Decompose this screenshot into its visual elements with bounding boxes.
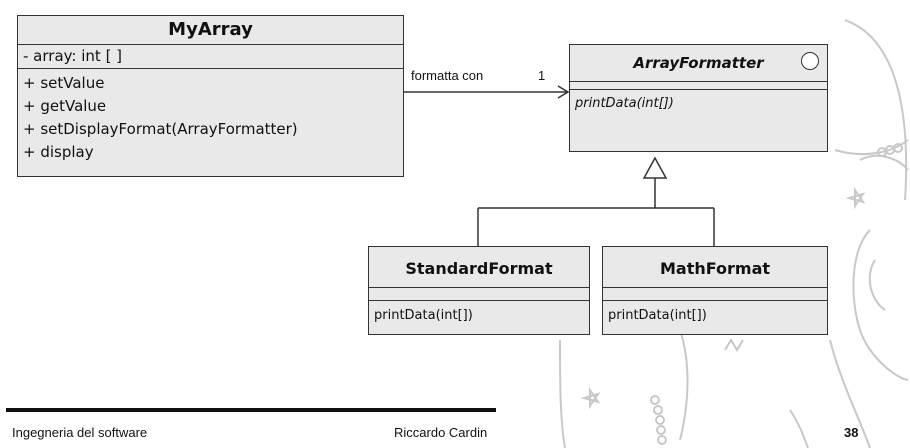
- class-myarray-title: MyArray: [168, 19, 253, 40]
- class-myarray-operation: + display: [23, 143, 94, 161]
- class-mathformat-operation: printData(int[]): [608, 308, 707, 323]
- class-standardformat-title: StandardFormat: [405, 259, 553, 278]
- class-myarray-operation: + setValue: [23, 74, 105, 92]
- generalization-triangle: [642, 156, 668, 179]
- class-mathformat: MathFormat printData(int[]): [602, 246, 828, 335]
- class-myarray: MyArray - array: int [ ] + setValue + ge…: [17, 15, 404, 177]
- class-mathformat-title: MathFormat: [659, 259, 771, 278]
- class-myarray-operation: + setDisplayFormat(ArrayFormatter): [23, 120, 298, 138]
- footer-page-number: 38: [844, 425, 859, 440]
- footer-author: Riccardo Cardin: [394, 425, 488, 440]
- footer-rule: [6, 408, 496, 412]
- interface-circle-icon: [801, 52, 819, 70]
- association-multiplicity: 1: [538, 68, 546, 83]
- footer-course: Ingegneria del software: [12, 425, 148, 440]
- class-arrayformatter-title: ArrayFormatter: [633, 54, 764, 72]
- class-arrayformatter: ArrayFormatter printData(int[]): [569, 44, 828, 152]
- class-myarray-operation: + getValue: [23, 97, 107, 115]
- class-standardformat: StandardFormat printData(int[]): [368, 246, 590, 335]
- class-arrayformatter-operation: printData(int[]): [575, 96, 674, 111]
- association-label: formatta con: [411, 68, 484, 83]
- class-standardformat-operation: printData(int[]): [374, 308, 473, 323]
- association-arrowhead: [557, 85, 570, 99]
- class-myarray-attribute: - array: int [ ]: [23, 47, 123, 65]
